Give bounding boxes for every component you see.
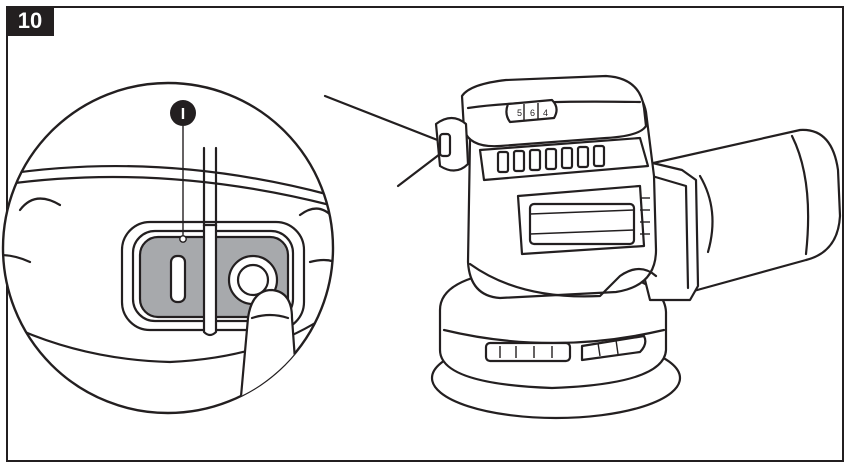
- step-number-badge: 10: [6, 6, 54, 36]
- zoom-connector-lower: [396, 152, 442, 188]
- zoom-callout-circle: I: [1, 81, 335, 415]
- callout-label: I: [181, 106, 185, 123]
- speed-dial-digit-1: 5: [517, 108, 522, 118]
- sander-body: 5 6 4: [430, 74, 842, 420]
- zoom-connector-upper: [323, 94, 442, 143]
- speed-dial-digit-3: 4: [543, 108, 548, 118]
- speed-dial-digit-2: 6: [530, 108, 535, 118]
- callout-badge: [170, 100, 196, 126]
